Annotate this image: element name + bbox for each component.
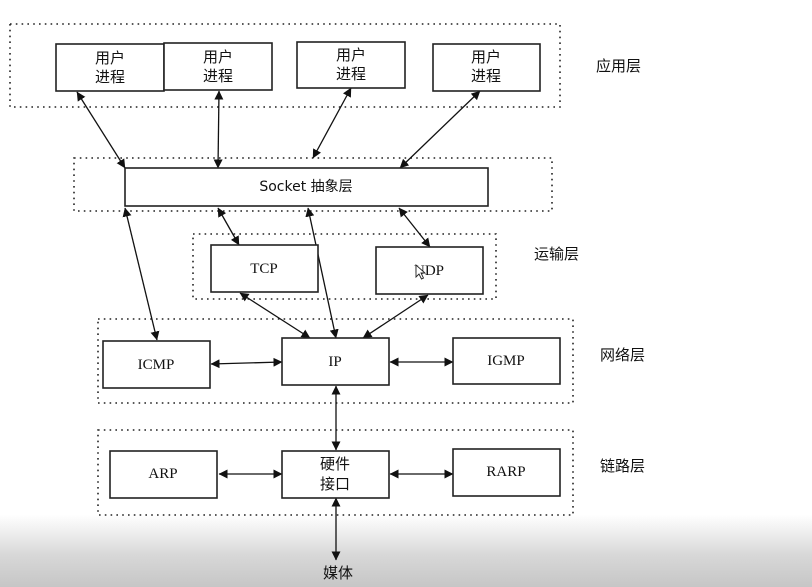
node-user4-line1: 用户 bbox=[471, 48, 501, 66]
edge-icmp-ip bbox=[210, 357, 283, 369]
edge-socket-tcp bbox=[217, 207, 240, 246]
node-arp-label: ARP bbox=[148, 466, 177, 482]
node-icmp: ICMP bbox=[102, 340, 211, 389]
node-socket-label: Socket 抽象层 bbox=[259, 179, 352, 195]
node-user1-line1: 用户 bbox=[95, 49, 125, 67]
edge-socket-user4 bbox=[399, 90, 481, 169]
node-user3-line1: 用户 bbox=[336, 46, 366, 64]
node-rarp-label: RARP bbox=[486, 464, 525, 480]
layer-box-transport bbox=[192, 233, 497, 300]
node-ip: IP bbox=[281, 337, 390, 386]
edge-socket-udp bbox=[398, 207, 431, 248]
node-arp: ARP bbox=[109, 450, 218, 499]
edge-socket-icmp bbox=[122, 207, 160, 341]
node-user2: 用户 进程 bbox=[163, 42, 273, 91]
node-user1-line2: 进程 bbox=[95, 68, 125, 86]
node-rarp: RARP bbox=[452, 448, 561, 497]
edge-socket-user2 bbox=[213, 90, 224, 169]
layer-label-link: 链路层 bbox=[600, 457, 645, 475]
node-user4: 用户 进程 bbox=[432, 43, 541, 92]
node-hardware-interface: 硬件 接口 bbox=[281, 450, 390, 499]
bottom-fade-overlay bbox=[0, 515, 812, 587]
node-user3-line2: 进程 bbox=[336, 65, 366, 83]
node-user2-line2: 进程 bbox=[203, 67, 233, 85]
node-user1: 用户 进程 bbox=[55, 43, 165, 92]
node-icmp-label: ICMP bbox=[138, 357, 175, 373]
layer-box-app bbox=[9, 23, 561, 108]
node-ip-label: IP bbox=[328, 354, 341, 370]
layer-label-network: 网络层 bbox=[600, 346, 645, 364]
node-igmp-label: IGMP bbox=[487, 353, 525, 369]
node-udp: UDP bbox=[375, 246, 484, 295]
node-tcp-label: TCP bbox=[250, 261, 278, 277]
edge-udp-ip bbox=[362, 294, 429, 339]
edge-socket-user3 bbox=[312, 87, 352, 159]
layer-label-app: 应用层 bbox=[596, 57, 641, 75]
node-user2-line1: 用户 bbox=[203, 48, 233, 66]
node-hw-line2: 接口 bbox=[320, 475, 350, 493]
node-user3: 用户 进程 bbox=[296, 41, 406, 89]
edge-tcp-ip bbox=[239, 292, 311, 339]
edge-socket-user1 bbox=[76, 91, 126, 169]
node-user4-line2: 进程 bbox=[471, 67, 501, 85]
layer-box-network bbox=[97, 318, 574, 404]
mouse-cursor-icon bbox=[415, 263, 427, 280]
node-igmp: IGMP bbox=[452, 337, 561, 385]
edge-socket-ip bbox=[305, 207, 339, 339]
node-tcp: TCP bbox=[210, 244, 319, 293]
node-hw-line1: 硬件 bbox=[320, 455, 350, 473]
layer-label-transport: 运输层 bbox=[534, 245, 579, 263]
layer-box-link bbox=[97, 429, 574, 516]
node-media-label: 媒体 bbox=[323, 564, 353, 582]
node-socket-abstraction: Socket 抽象层 bbox=[124, 167, 489, 207]
